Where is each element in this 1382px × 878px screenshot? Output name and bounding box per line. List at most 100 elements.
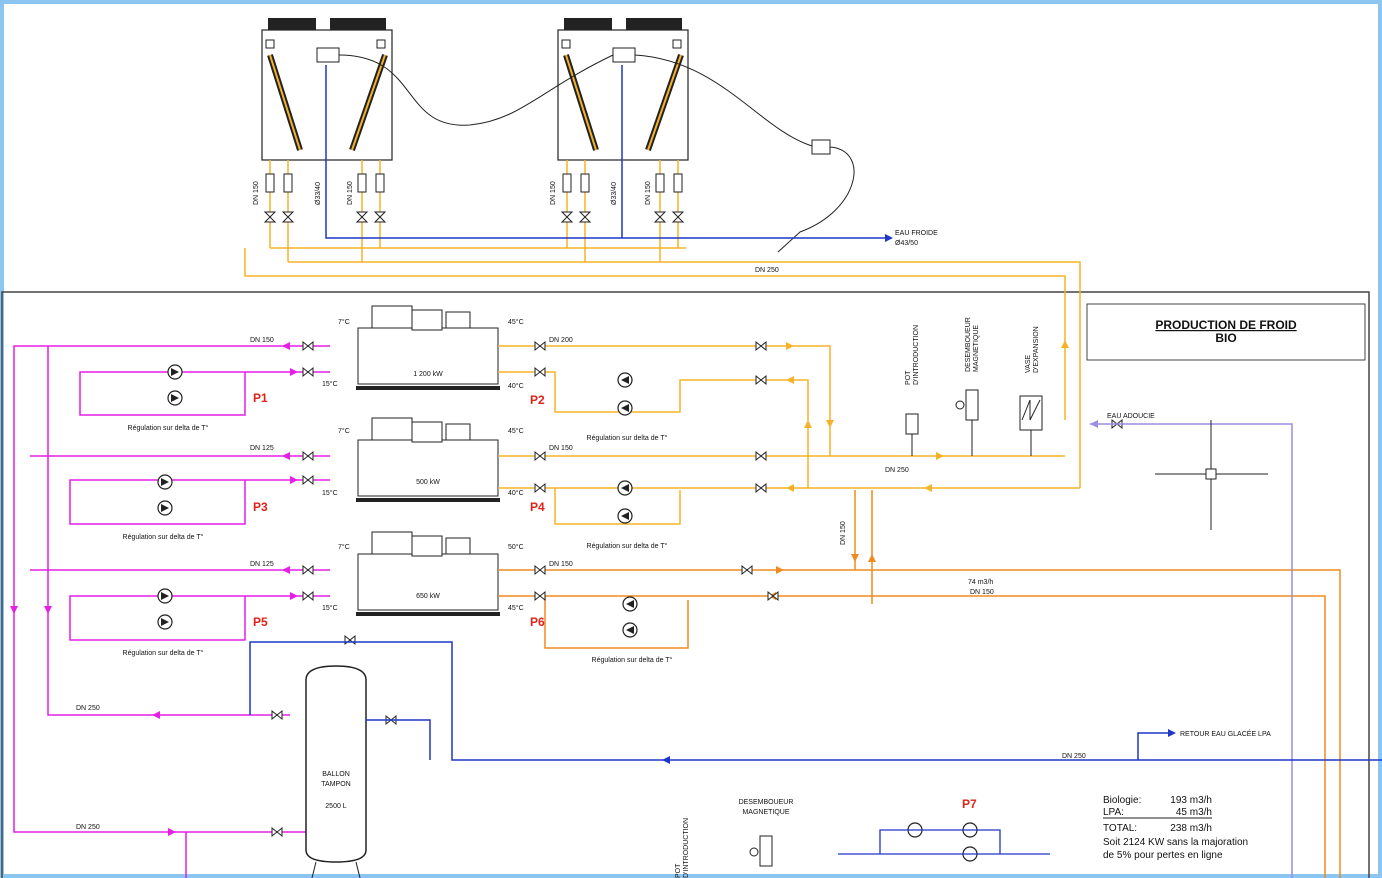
regulation-label-5: Régulation sur delta de T°: [123, 649, 204, 657]
plan-border: [1, 291, 1370, 878]
chiller-1-t-in-left: 7°C: [338, 318, 350, 326]
pump-label-p2: P2: [530, 393, 545, 407]
chiller-2: [356, 417, 500, 502]
lpa-label: LPA:: [1103, 807, 1124, 818]
dn250-retour-label: DN 250: [1062, 753, 1086, 760]
dn125-p5-label: DN 125: [250, 561, 274, 568]
dia-label-b: Ø33/40: [611, 182, 618, 205]
cold-water-line: [325, 65, 888, 239]
crosshair-mark: [1155, 420, 1268, 530]
pump-label-p4: P4: [530, 500, 545, 514]
vase-label-line1: VASE: [1025, 355, 1032, 373]
hot-arrows: [786, 340, 1069, 492]
dn125-p3-label: DN 125: [250, 445, 274, 452]
lpa-value: 45 m3/h: [1176, 807, 1212, 818]
pot-label-line2: D'INTRODUCTION: [913, 325, 920, 385]
chiller-1-power: 1 200 kW: [413, 371, 443, 378]
chiller-2-t-in-right: 45°C: [508, 427, 524, 435]
regulation-label-6: Régulation sur delta de T°: [592, 656, 673, 664]
dn150-vert-label: DN 150: [840, 521, 847, 545]
pump-label-p6: P6: [530, 615, 545, 629]
desemboueur-label-line1: DESEMBOUEUR: [965, 317, 972, 372]
desemboueur-top: [955, 389, 979, 456]
chiller-2-t-out-right: 40°C: [508, 489, 524, 497]
flow-74-label: 74 m3/h: [968, 579, 993, 586]
chiller-1-t-in-right: 45°C: [508, 318, 524, 326]
note-line1: Soit 2124 KW sans la majoration: [1103, 837, 1248, 848]
ballon-label-line1: BALLON: [322, 771, 350, 778]
pot-b-line1: POT: [675, 863, 682, 878]
dn250-left-label: DN 250: [76, 705, 100, 712]
retour-lpa-label: RETOUR EAU GLACÉE LPA: [1180, 729, 1271, 738]
dn250-bottom-label: DN 250: [76, 824, 100, 831]
pump-triangles: [161, 368, 634, 634]
bio-value: 193 m3/h: [1170, 795, 1212, 806]
ballon-volume: 2500 L: [325, 803, 347, 810]
chiller-2-t-in-left: 7°C: [338, 427, 350, 435]
pump-label-p3: P3: [253, 500, 268, 514]
dry-cooler-right: [557, 18, 689, 161]
dn150-label-a: DN 150: [253, 181, 260, 205]
bio-label: Biologie:: [1103, 795, 1141, 806]
pot-introduction: [905, 413, 919, 456]
title-line1: PRODUCTION DE FROID: [1155, 318, 1297, 332]
orange-arrows: [768, 554, 876, 600]
chiller-2-t-out-left: 15°C: [322, 489, 338, 497]
vase-label-line2: D'EXPANSION: [1033, 326, 1040, 373]
eau-adoucie-line: [1090, 423, 1293, 878]
dry-cooler-left: [261, 18, 393, 161]
total-value: 238 m3/h: [1170, 823, 1212, 834]
chiller-3-t-in-left: 7°C: [338, 543, 350, 551]
chiller-1: [356, 305, 500, 390]
pump-label-p1: P1: [253, 391, 268, 405]
chiller-3-t-out-left: 15°C: [322, 604, 338, 612]
magenta-arrows: [10, 342, 298, 836]
chiller-1-t-out-right: 40°C: [508, 382, 524, 390]
desemboueur-bottom: [749, 835, 773, 867]
drop-valves: [263, 173, 685, 223]
dia-label-a: Ø33/40: [315, 182, 322, 205]
chiller-1-t-out-left: 15°C: [322, 380, 338, 388]
pump-label-p7: P7: [962, 797, 977, 811]
vase-expansion: [1019, 395, 1043, 456]
dn150-p4-label: DN 150: [549, 445, 573, 452]
pump-symbols: [157, 364, 978, 862]
dn150-flow-label: DN 150: [970, 589, 994, 596]
regulation-label-1: Régulation sur delta de T°: [128, 424, 209, 432]
dn150-label-d: DN 150: [645, 181, 652, 205]
eau-froide-dia-label: Ø43/50: [895, 240, 918, 247]
pot-label-line1: POT: [905, 370, 912, 385]
chiller-3-t-in-right: 50°C: [508, 543, 524, 551]
title-line2: BIO: [1215, 331, 1236, 345]
desemboueur-label-line2: MAGNETIQUE: [973, 325, 980, 372]
eau-froide-label: EAU FROIDE: [895, 230, 938, 237]
chiller-2-power: 500 kW: [416, 479, 440, 486]
pot-b-line2: D'INTRODUCTION: [683, 818, 690, 878]
pump-label-p5: P5: [253, 615, 268, 629]
ballon-label-line2: TAMPON: [321, 781, 350, 788]
dn150-p1-label: DN 150: [250, 337, 274, 344]
chiller-3-power: 650 kW: [416, 593, 440, 600]
hot-side-network: [498, 345, 1080, 525]
chiller-3-t-out-right: 45°C: [508, 604, 524, 612]
dn150-label-b: DN 150: [347, 181, 354, 205]
note-line2: de 5% pour pertes en ligne: [1103, 850, 1223, 861]
eau-adoucie-label: EAU ADOUCIE: [1107, 413, 1155, 420]
control-box: [811, 139, 831, 155]
title-block: [1086, 303, 1366, 361]
dn150-label-c: DN 150: [550, 181, 557, 205]
regulation-label-4: Régulation sur delta de T°: [587, 542, 668, 550]
regulation-label-3: Régulation sur delta de T°: [123, 533, 204, 541]
dn150-p6-label: DN 150: [549, 561, 573, 568]
dn250-top-label: DN 250: [755, 267, 779, 274]
dn200-p2-label: DN 200: [549, 337, 573, 344]
desemboueur-b-line1: DESEMBOUEUR: [739, 799, 794, 806]
desemboueur-b-line2: MAGNETIQUE: [742, 809, 789, 816]
p7-loop: [838, 829, 1050, 855]
ballon-tampon: [305, 665, 367, 878]
regulation-label-2: Régulation sur delta de T°: [587, 434, 668, 442]
total-label: TOTAL:: [1103, 823, 1137, 834]
dn250-mid-label: DN 250: [885, 467, 909, 474]
blue-return-line: [249, 641, 1382, 761]
